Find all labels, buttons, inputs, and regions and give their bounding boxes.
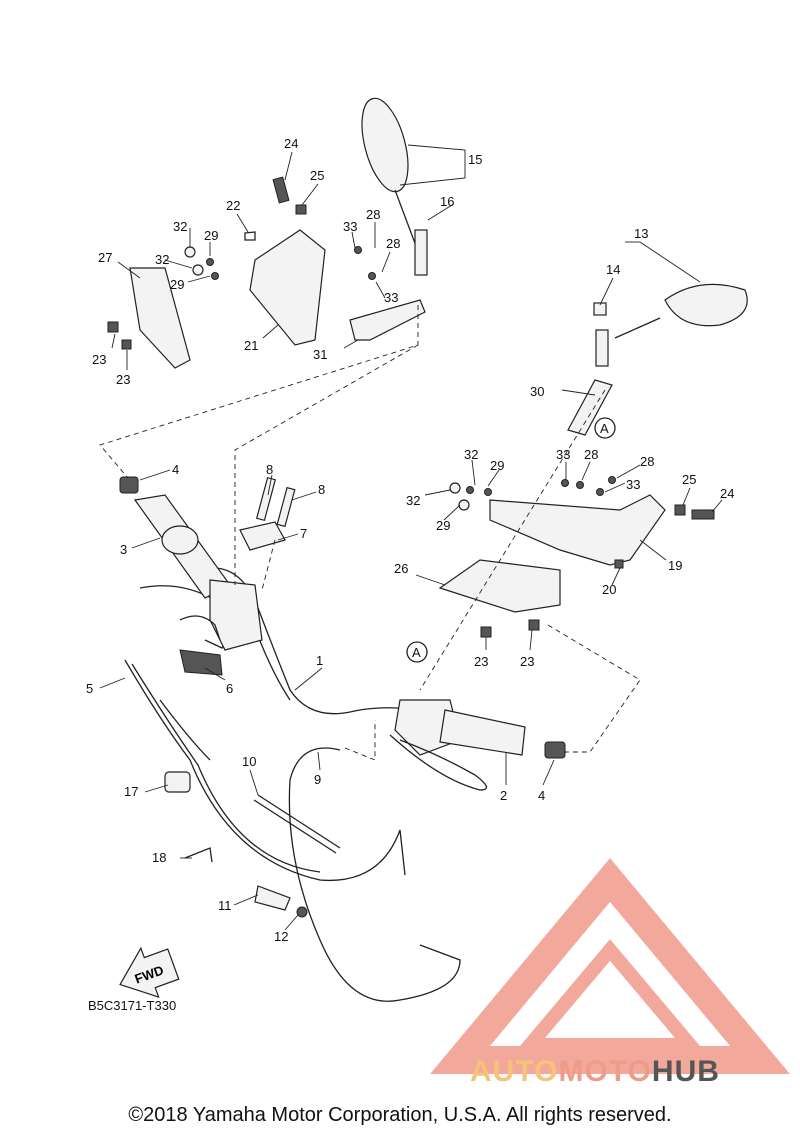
callout: 2	[500, 788, 507, 803]
watermark-logo	[430, 858, 790, 1074]
cable-tie-10	[253, 794, 341, 854]
callout: 16	[440, 194, 454, 209]
callout: 23	[474, 654, 488, 669]
callout: 32	[406, 493, 420, 508]
watermark-text-auto: AUTO	[470, 1055, 559, 1088]
callout: 22	[226, 198, 240, 213]
callout: 32	[464, 447, 478, 462]
callout: 9	[314, 772, 321, 787]
callout: 4	[538, 788, 545, 803]
callout: 5	[86, 681, 93, 696]
leader-lines	[99, 144, 723, 931]
callout: 3	[120, 542, 127, 557]
clamp-11	[254, 885, 308, 918]
callout: 26	[394, 561, 408, 576]
watermark-text-hub: HUB	[651, 1055, 720, 1088]
callout: 33	[556, 447, 570, 462]
callout-labels: 1 2 3 4 4 5 6 7 8 8 9 10 11 12 13 14 15 …	[86, 136, 734, 944]
watermark-text: AUTOMOTOHUB	[470, 1055, 720, 1089]
callout: 24	[720, 486, 734, 501]
callout: 12	[274, 929, 288, 944]
watermark-text-moto: MOTO	[558, 1055, 652, 1088]
cable-guide-17	[164, 771, 191, 793]
callout: 33	[384, 290, 398, 305]
callout: 29	[436, 518, 450, 533]
callout: 18	[152, 850, 166, 865]
callout: A	[600, 421, 609, 436]
fwd-arrow: FWD	[119, 946, 180, 999]
callout: 13	[634, 226, 648, 241]
bracket-19	[489, 494, 666, 566]
callout: 23	[92, 352, 106, 367]
callout: 30	[530, 384, 544, 399]
diagram-reference-code: B5C3171-T330	[88, 998, 177, 1013]
callout: 29	[490, 458, 504, 473]
callout: 11	[218, 898, 232, 913]
small-fasteners-right	[449, 476, 715, 638]
callout: 7	[300, 526, 307, 541]
callout: 8	[318, 482, 325, 497]
reference-circle-a-lower	[406, 641, 428, 663]
callout: 4	[172, 462, 179, 477]
small-fasteners-left	[107, 176, 376, 350]
callout: A	[412, 645, 421, 660]
callout: 23	[520, 654, 534, 669]
callout: 29	[170, 277, 184, 292]
callout: 10	[242, 754, 256, 769]
callout: 32	[155, 252, 169, 267]
callout: 28	[366, 207, 380, 222]
handguard-cover-26	[438, 559, 561, 613]
right-grip	[439, 709, 566, 759]
clip-18	[184, 847, 213, 863]
handguard-cover-27	[129, 267, 191, 369]
stay-31	[349, 299, 426, 341]
callout: 21	[244, 338, 258, 353]
callout: 33	[626, 477, 640, 492]
mirror-right	[593, 283, 748, 367]
callout: 28	[640, 454, 654, 469]
callout: 8	[266, 462, 273, 477]
clutch-cable	[124, 659, 406, 882]
left-switch-housing	[179, 579, 263, 651]
copyright-notice: ©2018 Yamaha Motor Corporation, U.S.A. A…	[128, 1104, 672, 1126]
callout: 27	[98, 250, 112, 265]
callout: 32	[173, 219, 187, 234]
bracket-21	[249, 229, 326, 346]
callout: 20	[602, 582, 616, 597]
clamp-7	[239, 476, 296, 551]
mirror-left	[361, 97, 428, 276]
callout: 25	[310, 168, 324, 183]
callout: 1	[316, 653, 323, 668]
callout: 25	[682, 472, 696, 487]
reference-circle-a-upper	[594, 417, 616, 439]
clip-6	[179, 649, 223, 676]
callout: 14	[606, 262, 620, 277]
callout: 19	[668, 558, 682, 573]
callout: 15	[468, 152, 482, 167]
callout: 33	[343, 219, 357, 234]
callout: 6	[226, 681, 233, 696]
callout: 17	[124, 784, 138, 799]
callout: 24	[284, 136, 298, 151]
callout: 29	[204, 228, 218, 243]
callout: 23	[116, 372, 130, 387]
stay-30	[567, 379, 613, 436]
assembly-lines	[99, 305, 641, 761]
throttle-cable-9	[288, 747, 461, 1002]
callout: 31	[313, 347, 327, 362]
callout: 28	[386, 236, 400, 251]
callout: 28	[584, 447, 598, 462]
